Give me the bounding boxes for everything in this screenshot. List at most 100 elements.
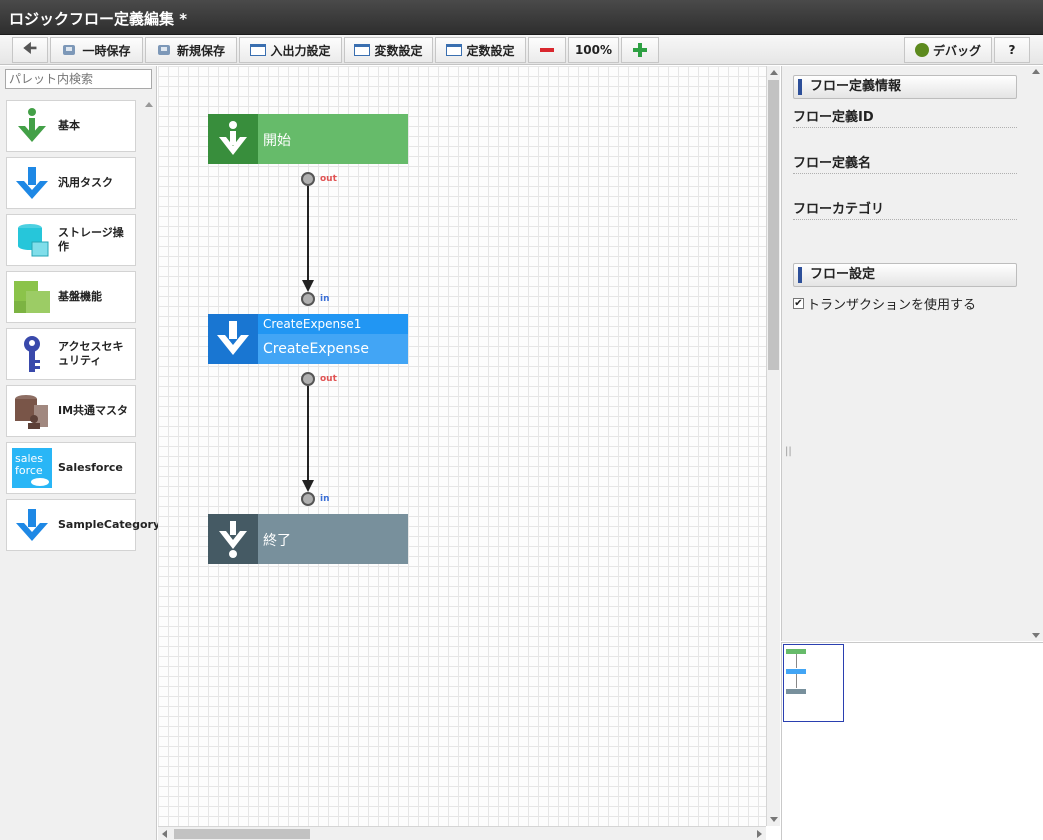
minus-icon xyxy=(540,48,554,52)
plus-icon xyxy=(633,43,647,57)
save-temp-button[interactable]: 一時保存 xyxy=(50,37,143,63)
palette-panel: 基本 汎用タスク ストレージ操作 基盤機能 アクセスセキュリティ xyxy=(0,66,161,840)
grid-blocks-icon xyxy=(12,277,52,317)
palette-item-access-security[interactable]: アクセスセキュリティ xyxy=(6,328,136,380)
palette-item-platform[interactable]: 基盤機能 xyxy=(6,271,136,323)
bug-icon xyxy=(914,43,929,57)
palette-item-label: 基盤機能 xyxy=(58,290,102,303)
start-out-port-label: out xyxy=(320,174,337,184)
palette-item-label: Salesforce xyxy=(58,461,123,474)
save-new-icon xyxy=(157,43,173,57)
panel-splitter-handle[interactable]: || xyxy=(785,446,792,457)
task-arrow-icon xyxy=(12,163,52,203)
scroll-up-icon xyxy=(145,102,153,107)
canvas-horizontal-scrollbar[interactable] xyxy=(158,826,766,840)
flow-category-label: フローカテゴリ xyxy=(793,198,1017,220)
zoom-value: 100% xyxy=(574,43,613,57)
save-new-button[interactable]: 新規保存 xyxy=(145,37,237,63)
flow-canvas[interactable]: 開始 out in CreateExpense1 CreateExpense o… xyxy=(158,66,766,826)
scroll-thumb[interactable] xyxy=(174,829,310,839)
flow-id-label: フロー定義ID xyxy=(793,106,1017,128)
scroll-thumb[interactable] xyxy=(768,80,779,370)
end-in-port[interactable] xyxy=(301,492,315,506)
toolbar: 🠈 一時保存 新規保存 入出力設定 変数設定 定数設定 100% デバッグ ? xyxy=(0,35,1043,65)
task-out-port[interactable] xyxy=(301,372,315,386)
category-arrow-icon xyxy=(12,505,52,545)
palette-item-storage[interactable]: ストレージ操作 xyxy=(6,214,136,266)
window-icon xyxy=(250,44,267,56)
end-node-body: 終了 xyxy=(258,514,408,564)
debug-label: デバッグ xyxy=(932,43,981,58)
palette-item-im-master[interactable]: IM共通マスタ xyxy=(6,385,136,437)
use-transaction-row[interactable]: ✔ トランザクションを使用する xyxy=(793,294,976,313)
key-icon xyxy=(12,334,52,374)
overview-viewport[interactable] xyxy=(783,644,844,722)
help-label: ? xyxy=(1008,43,1016,57)
flow-node-task[interactable]: CreateExpense1 CreateExpense xyxy=(208,314,408,364)
flow-name-label: フロー定義名 xyxy=(793,152,1017,174)
overview-node-end xyxy=(786,689,806,694)
help-button[interactable]: ? xyxy=(994,37,1030,63)
window-title: ロジックフロー定義編集 * xyxy=(9,10,188,28)
edge-arrowhead xyxy=(302,280,314,292)
palette-scrollbar[interactable] xyxy=(143,100,155,836)
io-settings-label: 入出力設定 xyxy=(270,43,331,58)
overview-edge xyxy=(796,654,797,668)
task-node-name: CreateExpense xyxy=(263,341,369,357)
back-button[interactable]: 🠈 xyxy=(12,37,48,63)
end-node-label: 終了 xyxy=(263,533,291,549)
overview-node-start xyxy=(786,649,806,654)
overview-minimap[interactable] xyxy=(781,642,1043,840)
task-in-port[interactable] xyxy=(301,292,315,306)
start-node-body: 開始 xyxy=(258,114,408,164)
palette-item-label: 基本 xyxy=(58,119,80,132)
save-temp-icon xyxy=(62,43,78,57)
use-transaction-checkbox[interactable]: ✔ xyxy=(793,297,804,309)
palette-item-basic[interactable]: 基本 xyxy=(6,100,136,152)
scroll-up-icon xyxy=(1032,69,1040,74)
palette-item-label: SampleCategory xyxy=(58,518,161,531)
flow-node-start[interactable]: 開始 xyxy=(208,114,408,164)
canvas-vertical-scrollbar[interactable] xyxy=(766,66,780,826)
flow-edge[interactable] xyxy=(307,186,309,282)
start-arrow-icon xyxy=(208,114,258,164)
flow-info-header[interactable]: フロー定義情報 xyxy=(793,75,1017,99)
scroll-left-icon xyxy=(162,830,167,838)
zoom-in-button[interactable] xyxy=(621,37,659,63)
end-arrow-icon xyxy=(208,514,258,564)
save-new-label: 新規保存 xyxy=(176,43,225,58)
palette-search-input[interactable] xyxy=(5,69,152,89)
svg-text:force: force xyxy=(15,464,43,477)
flow-settings-header[interactable]: フロー設定 xyxy=(793,263,1017,287)
palette-item-label: 汎用タスク xyxy=(58,176,113,189)
properties-scrollbar[interactable] xyxy=(1030,66,1043,641)
flow-edge[interactable] xyxy=(307,386,309,482)
const-settings-button[interactable]: 定数設定 xyxy=(435,37,526,63)
palette-item-label: IM共通マスタ xyxy=(58,404,129,417)
start-out-port[interactable] xyxy=(301,172,315,186)
var-settings-button[interactable]: 変数設定 xyxy=(344,37,433,63)
task-out-port-label: out xyxy=(320,374,337,384)
overview-node-task xyxy=(786,669,806,674)
svg-text:sales: sales xyxy=(15,452,43,465)
scroll-down-icon xyxy=(1032,633,1040,638)
overview-edge xyxy=(796,674,797,688)
const-settings-label: 定数設定 xyxy=(466,43,515,58)
master-data-icon xyxy=(12,391,52,431)
flow-node-end[interactable]: 終了 xyxy=(208,514,408,564)
title-bar: ロジックフロー定義編集 * xyxy=(0,0,1043,35)
io-settings-button[interactable]: 入出力設定 xyxy=(239,37,342,63)
task-node-id: CreateExpense1 xyxy=(258,314,408,334)
palette-item-sample-category[interactable]: SampleCategory xyxy=(6,499,161,551)
palette-item-generic-task[interactable]: 汎用タスク xyxy=(6,157,136,209)
zoom-out-button[interactable] xyxy=(528,37,566,63)
debug-button[interactable]: デバッグ xyxy=(904,37,992,63)
var-settings-label: 変数設定 xyxy=(374,43,423,58)
task-arrow-icon xyxy=(208,314,258,364)
palette-item-label: アクセスセキュリティ xyxy=(58,340,124,367)
arrow-left-icon: 🠈 xyxy=(23,38,37,57)
scroll-up-icon xyxy=(770,70,778,75)
zoom-level: 100% xyxy=(568,37,619,63)
